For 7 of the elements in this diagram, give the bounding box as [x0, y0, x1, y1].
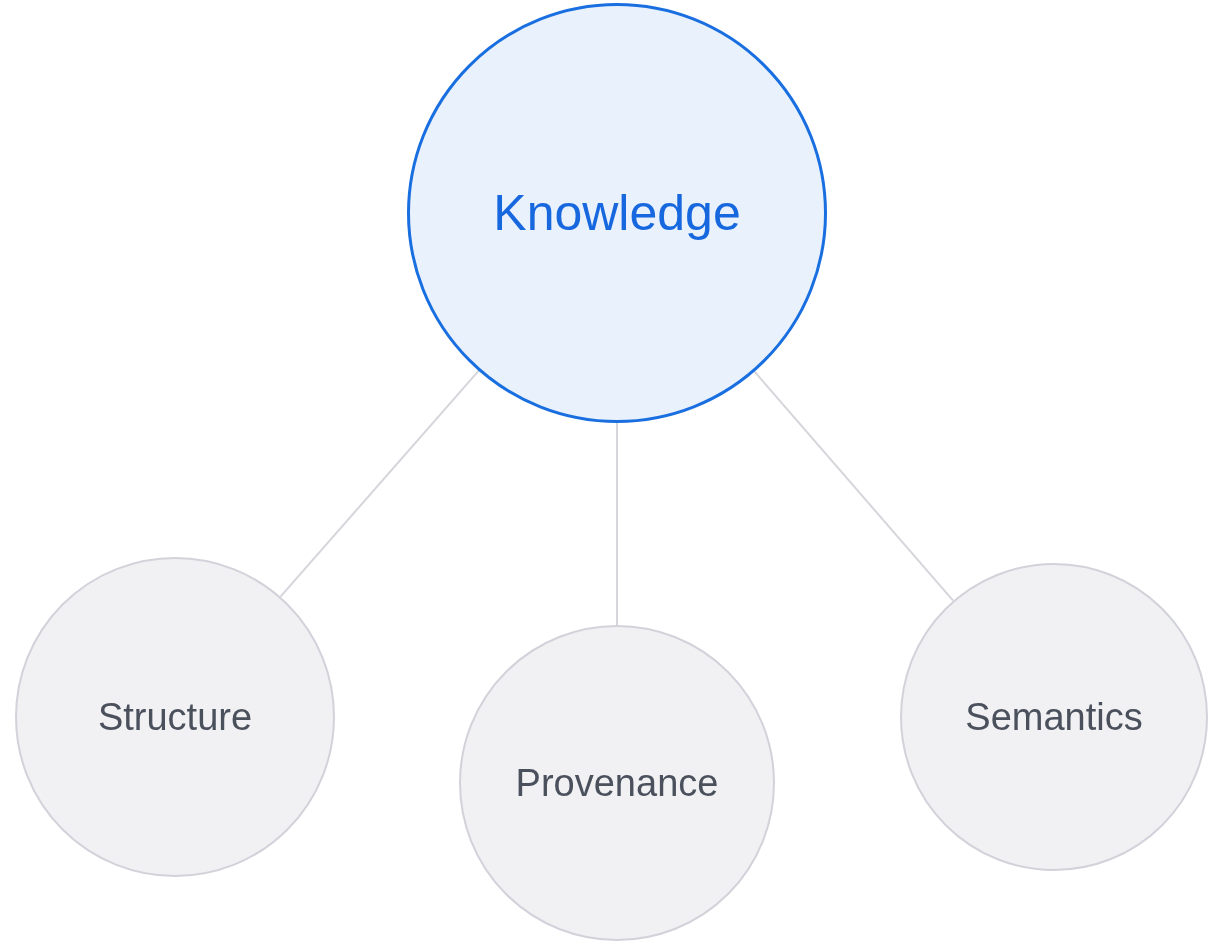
connector-line	[616, 422, 618, 626]
concept-label: Provenance	[515, 761, 719, 805]
connector-line	[279, 369, 480, 598]
concept-label: Structure	[97, 695, 253, 739]
concept-label: Semantics	[965, 695, 1143, 739]
connector-line	[753, 370, 955, 602]
concept-label: Knowledge	[493, 184, 741, 242]
